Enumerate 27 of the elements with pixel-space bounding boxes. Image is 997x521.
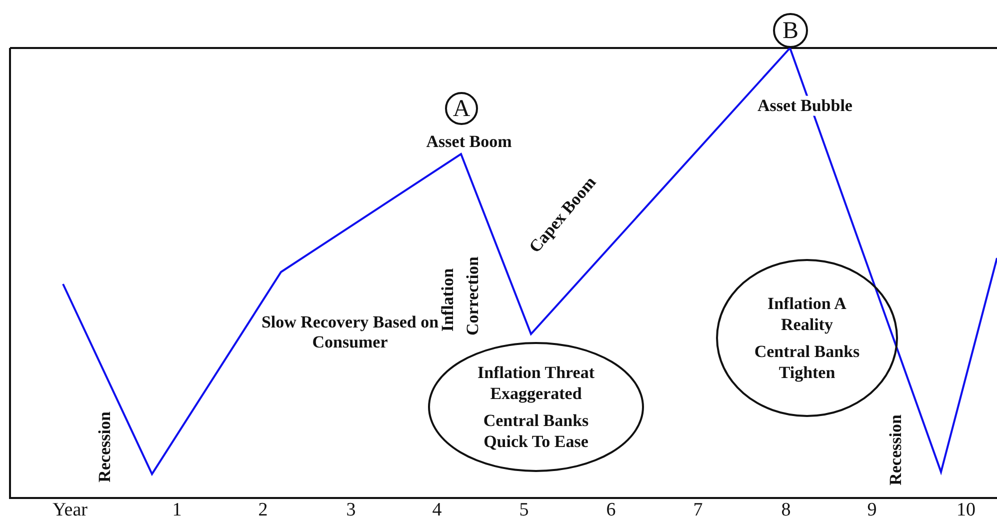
axis-tick-label: 6 [606,500,616,520]
annotation-text: Recession [94,412,115,482]
circled-letter [445,92,478,125]
callout-text: Inflation A Reality [766,292,848,335]
ellipse-callout [428,342,644,472]
circled-letter [773,13,808,48]
axis-tick-label: 4 [432,500,442,520]
axis-tick-label: 9 [867,500,877,520]
axis-tick-label: 3 [346,500,356,520]
axis-tick-label: 8 [781,500,791,520]
callout-text: Inflation Threat Exaggerated [476,362,596,404]
annotation-text: Slow Recovery Based on Consumer [260,312,440,354]
callout-text: Central Banks Quick To Ease [482,410,590,452]
axis-tick-label: 2 [258,500,268,520]
annotation-text: Asset Boom [426,132,512,152]
annotation-text: Inflation [438,268,458,332]
marker-letter: A [452,96,470,120]
annotation-text: Correction [462,256,483,336]
callout-text: Central Banks Tighten [753,341,861,384]
axis-tick-label: 7 [693,500,703,520]
annotation-text: Asset Bubble [756,96,854,116]
axis-tick-label: 5 [519,500,529,520]
annotation-text: Recession [886,414,906,486]
marker-letter: B [782,18,798,42]
axis-title: Year [52,500,88,520]
axis-tick-label: 1 [172,500,182,520]
axis-tick-label: 10 [956,500,976,520]
